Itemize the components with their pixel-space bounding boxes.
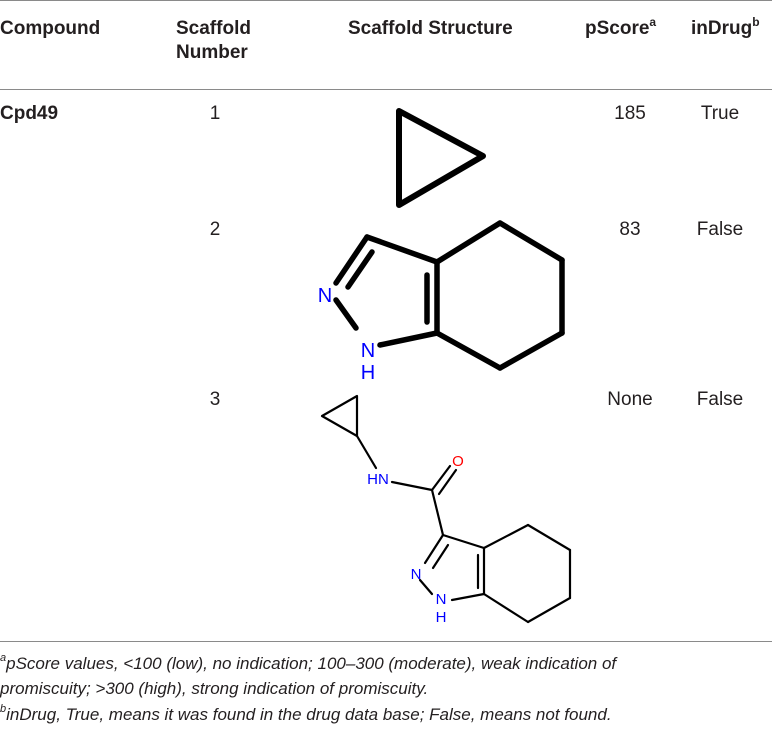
- header-scaffold-structure: Scaffold Structure: [348, 18, 513, 39]
- header-indrug-label: inDrug: [691, 18, 753, 39]
- scaffold-number-3: 3: [209, 389, 221, 410]
- pscore-3: None: [607, 389, 653, 410]
- cyclopropane-ring: [396, 108, 486, 208]
- header-pscore-label: pScore: [585, 18, 650, 39]
- atom-N1-H: H: [436, 609, 447, 626]
- atom-N2: N: [318, 285, 332, 307]
- footnote-a-mark: a: [0, 652, 7, 665]
- footnote-a-text-line2: promiscuity; >300 (high), strong indicat…: [0, 679, 429, 698]
- footnote-a-continued: promiscuity; >300 (high), strong indicat…: [0, 678, 772, 700]
- indrug-3: False: [696, 389, 744, 410]
- atom-N1: N: [361, 340, 375, 362]
- table-bottom-rule: [0, 641, 772, 642]
- compound-name: Cpd49: [0, 103, 59, 124]
- header-pscore-footnote-mark: a: [649, 14, 657, 29]
- atom-N2: N: [411, 566, 422, 583]
- atom-N1: N: [436, 591, 447, 608]
- header-scaffold-number: Scaffold Number: [176, 17, 251, 65]
- footnote-b: binDrug, True, means it was found in the…: [0, 704, 772, 726]
- header-indrug: inDrugb: [691, 14, 760, 41]
- scaffold-number-2: 2: [209, 219, 221, 240]
- footnote-b-text: inDrug, True, means it was found in the …: [6, 705, 612, 724]
- indrug-1: True: [700, 103, 740, 124]
- header-compound: Compound: [0, 18, 101, 39]
- indrug-2: False: [696, 219, 744, 240]
- header-bottom-rule: [0, 89, 772, 90]
- header-indrug-footnote-mark: b: [752, 14, 760, 29]
- header-scaffold-number-line1: Scaffold: [176, 18, 251, 39]
- header-pscore: pScorea: [585, 14, 657, 41]
- pscore-1: 185: [614, 103, 646, 124]
- header-scaffold-number-line2: Number: [176, 42, 248, 63]
- footnote-a: apScore values, <100 (low), no indicatio…: [0, 653, 772, 675]
- atom-carbonyl-O: O: [452, 453, 464, 470]
- table-top-rule: [0, 0, 772, 1]
- atom-N1-H: H: [361, 362, 375, 384]
- footnote-b-mark: b: [0, 703, 7, 716]
- pscore-2: 83: [619, 219, 641, 240]
- scaffold-number-1: 1: [209, 103, 221, 124]
- atom-amide-NH: HN: [367, 471, 389, 488]
- footnote-a-text: pScore values, <100 (low), no indication…: [6, 654, 617, 673]
